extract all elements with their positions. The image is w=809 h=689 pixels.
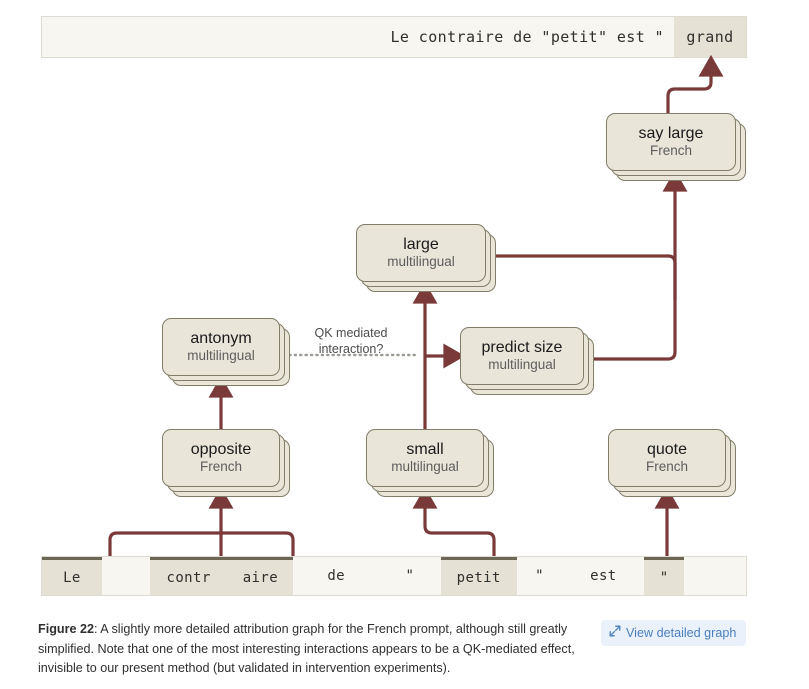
view-detailed-graph-button[interactable]: View detailed graph xyxy=(601,620,747,646)
qk-mediated-annotation: QK mediated interaction? xyxy=(295,326,407,357)
qk-label-line1: QK mediated xyxy=(314,326,388,340)
prompt-text: Le contraire de "petit" est " xyxy=(390,28,664,46)
node-title: antonym xyxy=(190,329,252,347)
node-title: predict size xyxy=(481,338,563,356)
node-subtitle: French xyxy=(645,459,689,475)
figure-label: Figure 22 xyxy=(38,622,94,636)
prompt-token[interactable]: de xyxy=(327,568,345,584)
prompt-token[interactable]: est xyxy=(590,568,617,584)
node-subtitle: multilingual xyxy=(387,254,455,270)
node-subtitle: multilingual xyxy=(187,348,255,364)
node-title: large xyxy=(403,235,439,253)
prompt-bar: Le contraire de "petit" est " grand xyxy=(41,16,747,58)
prompt-token[interactable]: " xyxy=(644,557,685,595)
node-title: quote xyxy=(646,440,688,458)
prompt-token[interactable]: " xyxy=(535,568,544,584)
prompt-token[interactable]: Le xyxy=(42,557,102,595)
expand-diagonal-icon xyxy=(609,625,621,640)
node-title: say large xyxy=(638,124,704,142)
prompt-token[interactable]: contr xyxy=(149,557,228,595)
qk-label-line2: interaction? xyxy=(318,341,384,356)
node-subtitle: multilingual xyxy=(488,357,556,373)
caption-text: : A slightly more detailed attribution g… xyxy=(38,622,575,676)
node-subtitle: French xyxy=(649,143,693,159)
node-subtitle: French xyxy=(199,459,243,475)
prompt-token[interactable]: " xyxy=(405,568,415,584)
node-title: small xyxy=(406,440,444,458)
node-subtitle: multilingual xyxy=(391,459,459,475)
prompt-token[interactable]: petit xyxy=(440,557,517,595)
prompt-token[interactable]: aire xyxy=(227,557,294,595)
prompt-output-token[interactable]: grand xyxy=(674,17,746,57)
figure-caption: Figure 22: A slightly more detailed attr… xyxy=(38,620,583,679)
view-detailed-graph-label: View detailed graph xyxy=(626,625,737,640)
node-title: opposite xyxy=(190,440,252,458)
